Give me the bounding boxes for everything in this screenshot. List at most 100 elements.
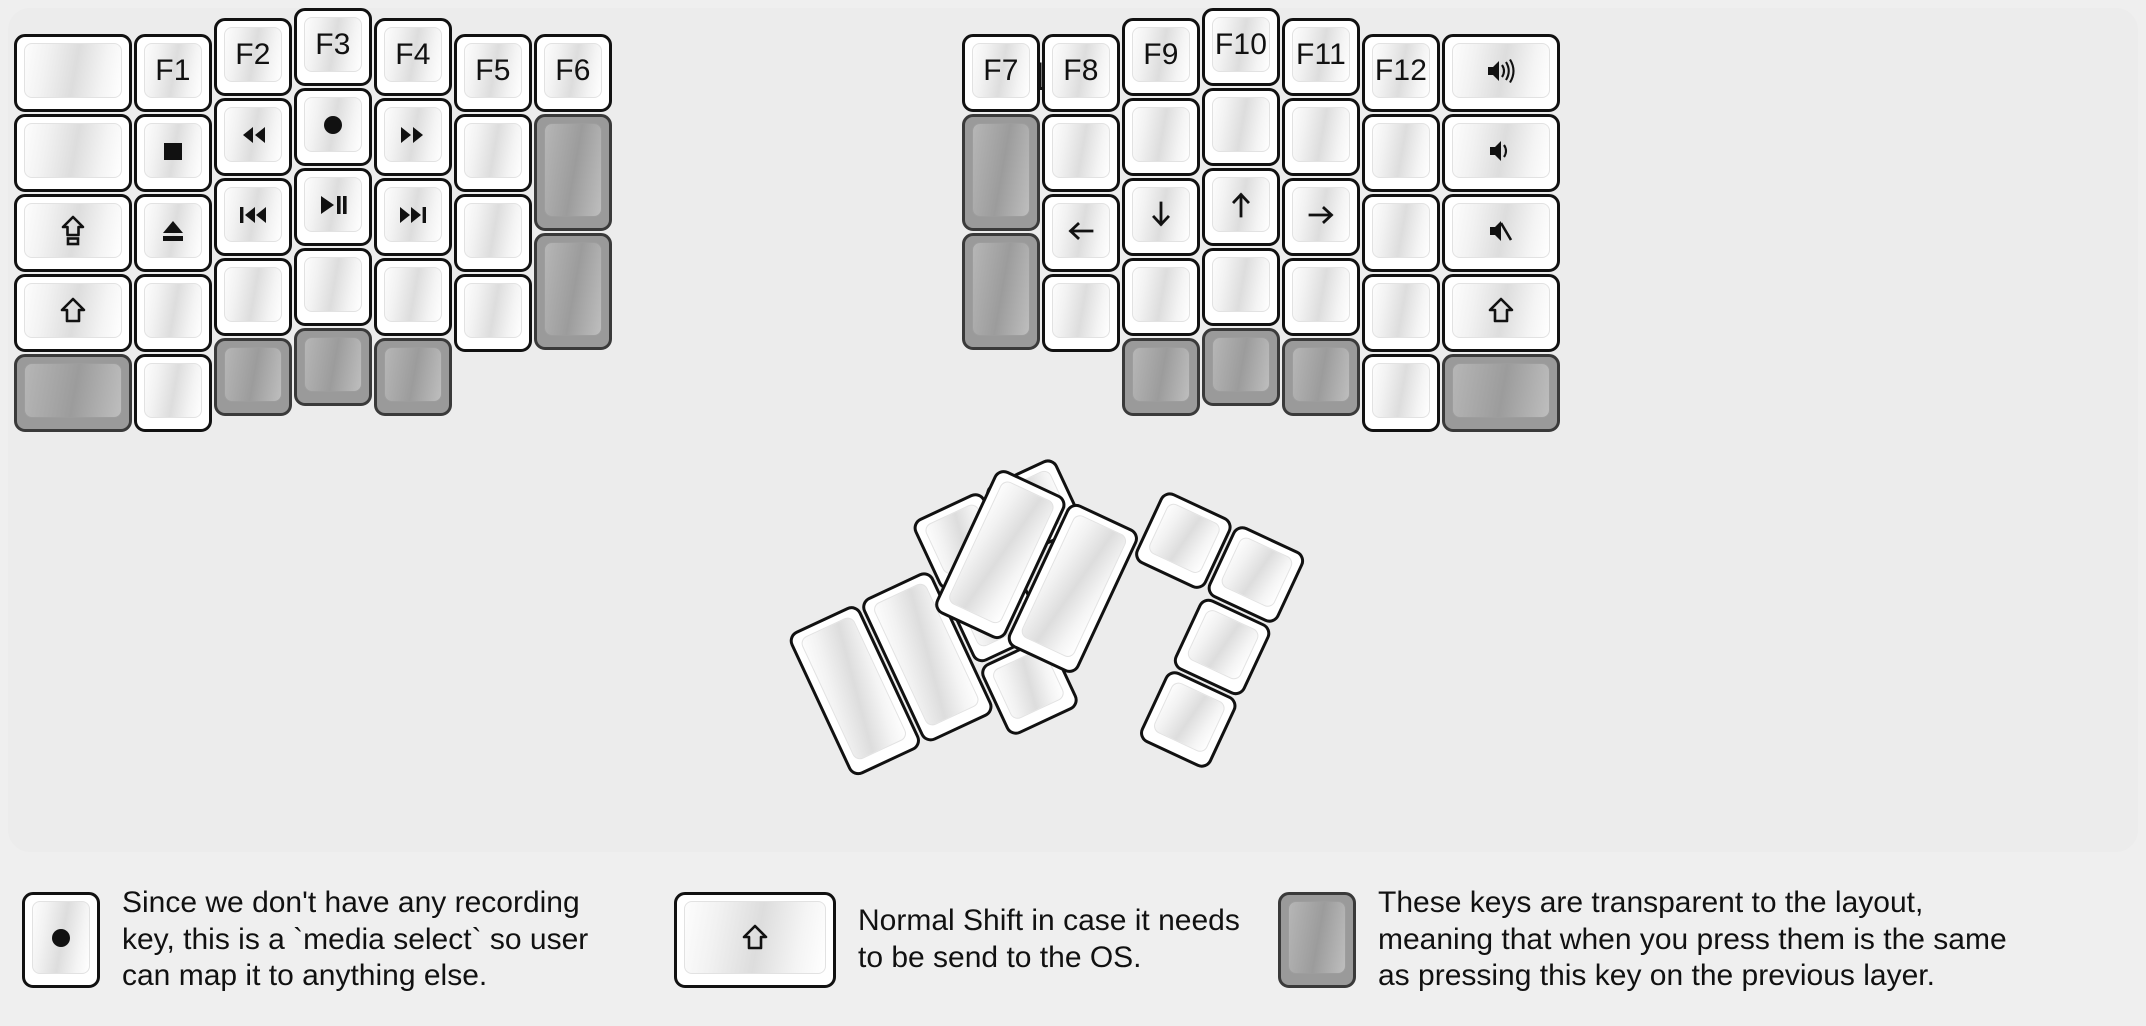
key-right-ring-5[interactable] [1282, 338, 1360, 416]
key-right-index-4[interactable] [1122, 258, 1200, 336]
key-right-pinky-4[interactable] [1362, 274, 1440, 352]
track-previous-icon [236, 198, 270, 232]
key-left-middle-2[interactable] [294, 88, 372, 166]
key-right-ring-3[interactable] [1282, 178, 1360, 256]
key-cap [1372, 123, 1430, 178]
key-right-pinky-5[interactable] [1362, 354, 1440, 432]
key-left-inner-3[interactable] [454, 194, 532, 272]
key-left-outer-2[interactable] [14, 114, 132, 192]
play-pause-icon [316, 188, 350, 222]
key-left-pinky-2[interactable] [134, 114, 212, 192]
key-left-outer-5[interactable] [14, 354, 132, 432]
key-right-innermost-3[interactable] [962, 233, 1040, 350]
key-left-inner-4[interactable] [454, 274, 532, 352]
key-label: F7 [983, 53, 1019, 87]
key-left-inner-2[interactable] [454, 114, 532, 192]
key-left-ring-2[interactable] [214, 98, 292, 176]
key-cap [1212, 337, 1270, 392]
key-left-middle-1[interactable]: F3 [294, 8, 372, 86]
key-right-outer-5[interactable] [1442, 354, 1560, 432]
key-label: F8 [1063, 53, 1099, 87]
legend-key-swatch-1 [22, 892, 100, 988]
key-cap: F9 [1132, 27, 1190, 82]
key-right-middle-3[interactable] [1202, 168, 1280, 246]
key-left-middle-3[interactable] [294, 168, 372, 246]
key-right-pinky-3[interactable] [1362, 194, 1440, 272]
key-right-inner-2[interactable] [1042, 114, 1120, 192]
key-left-pinky-3[interactable] [134, 194, 212, 272]
key-left-middle-5[interactable] [294, 328, 372, 406]
key-right-index-1[interactable]: F9 [1122, 18, 1200, 96]
key-cap: F4 [384, 27, 442, 82]
key-right-middle-1[interactable]: F10 [1202, 8, 1280, 86]
key-right-index-5[interactable] [1122, 338, 1200, 416]
shift-icon [738, 921, 772, 955]
key-left-outer-1[interactable] [14, 34, 132, 112]
key-left-ring-1[interactable]: F2 [214, 18, 292, 96]
key-right-middle-2[interactable] [1202, 88, 1280, 166]
key-cap [1132, 187, 1190, 242]
key-left-innermost-3[interactable] [534, 233, 612, 350]
key-right-index-3[interactable] [1122, 178, 1200, 256]
key-left-outer-3[interactable] [14, 194, 132, 272]
key-label: F3 [315, 27, 351, 61]
key-left-ring-3[interactable] [214, 178, 292, 256]
key-left-pinky-4[interactable] [134, 274, 212, 352]
key-right-innermost-2[interactable] [962, 114, 1040, 231]
key-right-inner-4[interactable] [1042, 274, 1120, 352]
record-icon [44, 921, 78, 955]
key-cap [144, 203, 202, 258]
key-left-pinky-5[interactable] [134, 354, 212, 432]
caps-lock-icon [56, 214, 90, 248]
key-left-outer-4[interactable] [14, 274, 132, 352]
key-left-pinky-1[interactable]: F1 [134, 34, 212, 112]
key-right-middle-5[interactable] [1202, 328, 1280, 406]
key-right-inner-1[interactable]: F8 [1042, 34, 1120, 112]
key-left-innermost-2[interactable] [534, 114, 612, 231]
key-right-outer-4[interactable] [1442, 274, 1560, 352]
key-right-index-2[interactable] [1122, 98, 1200, 176]
key-cap [32, 901, 90, 974]
key-right-middle-4[interactable] [1202, 248, 1280, 326]
key-right-ring-1[interactable]: F11 [1282, 18, 1360, 96]
legend-key-1 [22, 892, 100, 988]
legend-item-2: Normal Shift in case it needs to be send… [674, 862, 1240, 1018]
key-left-ring-4[interactable] [214, 258, 292, 336]
key-cap: F3 [304, 17, 362, 72]
key-left-inner-1[interactable]: F5 [454, 34, 532, 112]
key-cap [972, 242, 1030, 336]
key-left-index-4[interactable] [374, 258, 452, 336]
key-left-index-3[interactable] [374, 178, 452, 256]
key-cap [1151, 680, 1228, 755]
key-cap [1052, 123, 1110, 178]
key-cap [304, 257, 362, 312]
key-cap [464, 203, 522, 258]
key-cap [384, 187, 442, 242]
volume-up-icon [1484, 54, 1518, 88]
key-cap: F5 [464, 43, 522, 98]
key-cap [1132, 107, 1190, 162]
key-cap: F2 [224, 27, 282, 82]
key-right-ring-4[interactable] [1282, 258, 1360, 336]
key-right-inner-3[interactable] [1042, 194, 1120, 272]
key-left-index-2[interactable] [374, 98, 452, 176]
key-right-outer-3[interactable] [1442, 194, 1560, 272]
key-right-innermost-1[interactable]: F7 [962, 34, 1040, 112]
fast-forward-icon [396, 118, 430, 152]
key-label: F12 [1374, 53, 1428, 87]
key-left-ring-5[interactable] [214, 338, 292, 416]
key-right-pinky-2[interactable] [1362, 114, 1440, 192]
key-left-middle-4[interactable] [294, 248, 372, 326]
volume-down-icon [1484, 134, 1518, 168]
key-left-index-5[interactable] [374, 338, 452, 416]
key-cap [224, 107, 282, 162]
key-right-ring-2[interactable] [1282, 98, 1360, 176]
key-cap [144, 363, 202, 418]
key-right-outer-2[interactable] [1442, 114, 1560, 192]
key-left-index-1[interactable]: F4 [374, 18, 452, 96]
key-cap [1292, 107, 1350, 162]
key-left-innermost-1[interactable]: F6 [534, 34, 612, 112]
key-right-pinky-1[interactable]: F12 [1362, 34, 1440, 112]
key-right-outer-1[interactable] [1442, 34, 1560, 112]
key-cap [1212, 257, 1270, 312]
